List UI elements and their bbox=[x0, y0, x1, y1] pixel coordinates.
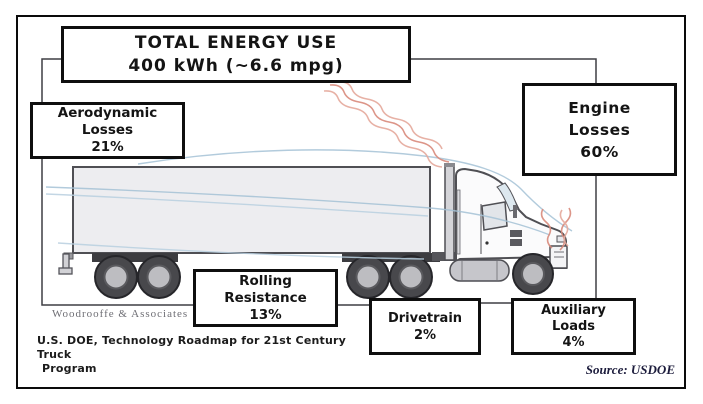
airflow-line-lower bbox=[57, 242, 425, 260]
landing-gear bbox=[58, 253, 73, 275]
windshield bbox=[496, 182, 519, 212]
intake-step-lower bbox=[510, 239, 522, 246]
aerodynamic-label: Aerodynamic bbox=[57, 105, 158, 121]
connector-right bbox=[411, 58, 597, 83]
drivetrain-box: Drivetrain 2% bbox=[369, 298, 481, 355]
aerodynamic-label2: Losses bbox=[81, 122, 134, 138]
rolling-label2: Resistance bbox=[224, 289, 307, 306]
airflow-line-upper bbox=[45, 186, 551, 236]
aerodynamic-percent: 21% bbox=[91, 139, 124, 155]
auxiliary-label: Auxiliary bbox=[541, 302, 606, 318]
trailer-chassis-rear bbox=[92, 253, 178, 262]
door-handle bbox=[485, 241, 489, 245]
fuel-tank bbox=[449, 259, 510, 282]
tractor-cab bbox=[432, 163, 568, 282]
rolling-resistance-box: Rolling Resistance 13% bbox=[193, 269, 338, 327]
rolling-label: Rolling bbox=[239, 272, 292, 289]
heat-trail-exhaust-1 bbox=[329, 84, 450, 163]
mirror bbox=[513, 205, 517, 218]
connector-lines bbox=[41, 58, 597, 306]
auxiliary-loads-box: Auxiliary Loads 4% bbox=[511, 298, 636, 355]
caption-doe: U.S. DOE, Technology Roadmap for 21st Ce… bbox=[37, 334, 377, 376]
wheel-steer bbox=[512, 253, 554, 295]
aerodynamic-losses-box: Aerodynamic Losses 21% bbox=[30, 102, 185, 159]
catwalk bbox=[432, 252, 456, 261]
airflow-line-over-cab bbox=[137, 149, 573, 232]
wheel-trailer-1 bbox=[94, 255, 138, 299]
heat-squiggles bbox=[323, 81, 572, 251]
caption-line2: Program bbox=[42, 362, 97, 375]
total-energy-line1: TOTAL ENERGY USE bbox=[134, 32, 338, 53]
heat-trail-exhaust-3 bbox=[337, 81, 443, 150]
drivetrain-percent: 2% bbox=[413, 327, 437, 343]
grille-lines bbox=[554, 251, 564, 258]
trailer-chassis-front bbox=[342, 253, 440, 262]
heat-trail-exhaust-2 bbox=[323, 90, 443, 168]
diagram-border bbox=[16, 15, 686, 389]
auxiliary-label2: Loads bbox=[551, 318, 596, 334]
exhaust-stack-cap bbox=[444, 163, 455, 167]
total-energy-box: TOTAL ENERGY USE 400 kWh (~6.6 mpg) bbox=[61, 26, 411, 83]
exhaust-stack bbox=[444, 164, 455, 261]
wheel-drive-2 bbox=[389, 255, 433, 299]
airflow-lines bbox=[45, 149, 573, 260]
wheel-trailer-2 bbox=[137, 255, 181, 299]
wheels bbox=[94, 253, 554, 299]
cab-rail bbox=[456, 189, 461, 255]
heat-squiggle-hood-3 bbox=[559, 209, 569, 247]
trailer bbox=[58, 166, 440, 275]
caption-line1: U.S. DOE, Technology Roadmap for 21st Ce… bbox=[37, 334, 346, 361]
watermark-credit: Woodrooffe & Associates bbox=[52, 308, 189, 320]
heat-squiggle-hood-2 bbox=[559, 207, 572, 251]
total-energy-line2: 400 kWh (~6.6 mpg) bbox=[128, 55, 344, 76]
drivetrain-label: Drivetrain bbox=[387, 310, 463, 326]
engine-label2: Losses bbox=[568, 120, 631, 139]
engine-label: Engine bbox=[568, 98, 631, 117]
heat-squiggle-hood-1 bbox=[540, 208, 553, 249]
wheel-drive-1 bbox=[346, 255, 390, 299]
connector-left bbox=[41, 58, 193, 306]
door-window bbox=[481, 201, 508, 231]
engine-percent: 60% bbox=[580, 142, 619, 161]
engine-losses-box: Engine Losses 60% bbox=[522, 83, 677, 176]
airflow-line-mid bbox=[45, 193, 429, 217]
intake-step-upper bbox=[510, 230, 522, 237]
auxiliary-percent: 4% bbox=[562, 334, 585, 350]
source-credit: Source: USDOE bbox=[585, 362, 675, 377]
rolling-percent: 13% bbox=[249, 306, 282, 323]
